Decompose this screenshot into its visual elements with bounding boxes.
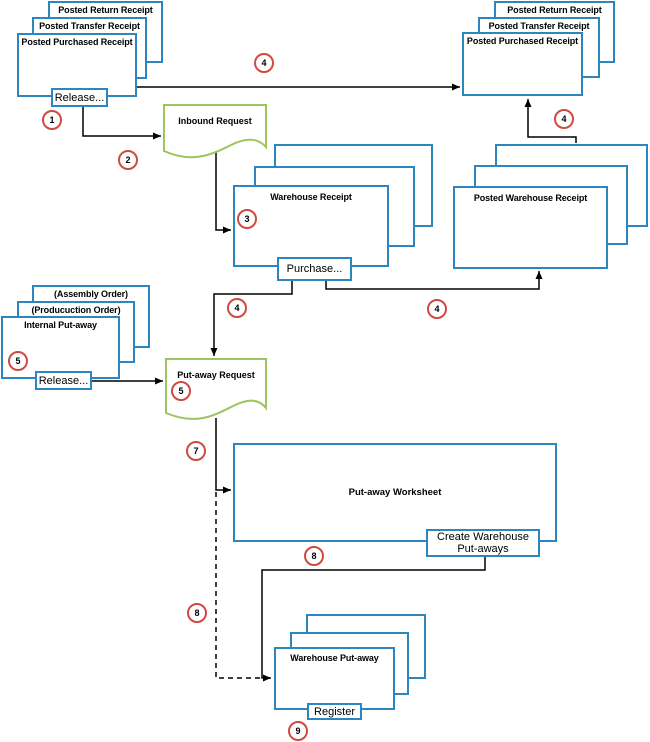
create-warehouse-putaways-button[interactable]: Create Warehouse Put-aways <box>426 529 540 557</box>
warehouse-putaway-box: Warehouse Put-away <box>274 647 395 710</box>
connector-inbound-to-warehouse-receipt <box>215 150 231 234</box>
step-circle-8-dashed: 8 <box>187 603 207 623</box>
inbound-request-document: Inbound Request <box>163 104 267 164</box>
step-circle-7: 7 <box>186 441 206 461</box>
step-circle-8-worksheet: 8 <box>304 546 324 566</box>
step-circle-4-left: 4 <box>227 298 247 318</box>
posted-warehouse-receipt-box: Posted Warehouse Receipt <box>453 186 608 269</box>
release-button-top[interactable]: Release... <box>51 88 108 107</box>
document-shape <box>165 358 267 420</box>
inbound-request-label: Inbound Request <box>178 116 252 126</box>
step-circle-5-left: 5 <box>8 351 28 371</box>
connector-posted-warehouse-to-topright <box>524 99 577 143</box>
connector-purchase-to-putaway-request <box>210 281 293 356</box>
posted-purchased-receipt-title: Posted Purchased Receipt <box>21 37 133 47</box>
posted-return-receipt-title: Posted Return Receipt <box>58 5 153 15</box>
step-circle-1: 1 <box>42 110 62 130</box>
step-circle-3: 3 <box>237 209 257 229</box>
putaway-request-label: Put-away Request <box>177 370 255 380</box>
posted-return-receipt-title-right: Posted Return Receipt <box>507 5 602 15</box>
step-circle-9: 9 <box>288 721 308 741</box>
internal-putaway-title: Internal Put-away <box>24 320 97 330</box>
purchase-button[interactable]: Purchase... <box>277 257 352 281</box>
warehouse-receipt-box: Warehouse Receipt <box>233 185 389 267</box>
register-button[interactable]: Register <box>307 703 362 720</box>
connector-purchase-to-posted-warehouse-receipt <box>325 271 543 290</box>
connector-create-to-warehouse-putaway <box>261 557 486 682</box>
production-order-title: (Producuction Order) <box>31 305 121 315</box>
posted-purchased-receipt-box-left: Posted Purchased Receipt <box>17 33 137 97</box>
document-shape <box>163 104 267 159</box>
putaway-request-document: Put-away Request <box>165 358 267 424</box>
posted-transfer-receipt-title: Posted Transfer Receipt <box>39 21 140 31</box>
warehouse-putaway-title: Warehouse Put-away <box>290 653 379 663</box>
step-circle-4-top: 4 <box>254 53 274 73</box>
connector-release-to-inbound <box>82 107 161 140</box>
putaway-worksheet-box: Put-away Worksheet <box>233 443 557 542</box>
posted-transfer-receipt-title-right: Posted Transfer Receipt <box>488 21 590 31</box>
posted-purchased-receipt-box-right: Posted Purchased Receipt <box>462 32 583 96</box>
assembly-order-title: (Assembly Order) <box>54 289 128 299</box>
step-circle-4-right: 4 <box>427 299 447 319</box>
step-circle-4-upper-right: 4 <box>554 109 574 129</box>
connector-putaway-request-to-worksheet <box>215 418 231 494</box>
posted-purchased-receipt-title-right: Posted Purchased Receipt <box>466 36 579 46</box>
step-circle-5-request: 5 <box>171 381 191 401</box>
posted-warehouse-receipt-title: Posted Warehouse Receipt <box>473 193 588 203</box>
step-circle-2: 2 <box>118 150 138 170</box>
putaway-worksheet-title: Put-away Worksheet <box>348 487 442 498</box>
warehouse-receipt-title: Warehouse Receipt <box>270 192 352 202</box>
release-button-internal[interactable]: Release... <box>35 371 92 390</box>
